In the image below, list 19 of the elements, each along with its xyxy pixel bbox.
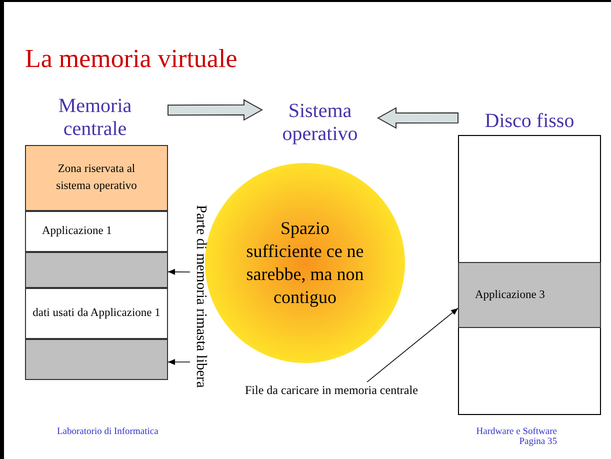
footer-text: Laboratorio di Informatica (57, 427, 158, 438)
slide-title: La memoria virtuale (25, 44, 238, 74)
footer-text: Pagina 35 (519, 437, 557, 448)
memory-block: Zona riservata al sistema operativo (25, 145, 168, 211)
block-arrow (168, 99, 264, 121)
heading-text: Sistema operativo (262, 100, 378, 145)
free-block (25, 252, 168, 288)
column-heading: Disco fisso (484, 110, 576, 133)
leader-line (366, 308, 458, 382)
leader-line (168, 268, 190, 275)
column-heading: Memoria centrale (57, 95, 133, 141)
leader-line (168, 359, 190, 365)
note-text: File da caricare in memoria centrale (245, 382, 445, 398)
block-arrow (376, 107, 458, 129)
memory-block: dati usati da Applicazione 1 (25, 288, 168, 339)
memory-block: Applicazione 3 (458, 262, 601, 328)
memory-block: Applicazione 1 (25, 211, 168, 252)
footer-text: Hardware e Software (476, 427, 557, 438)
free-block (25, 339, 168, 380)
